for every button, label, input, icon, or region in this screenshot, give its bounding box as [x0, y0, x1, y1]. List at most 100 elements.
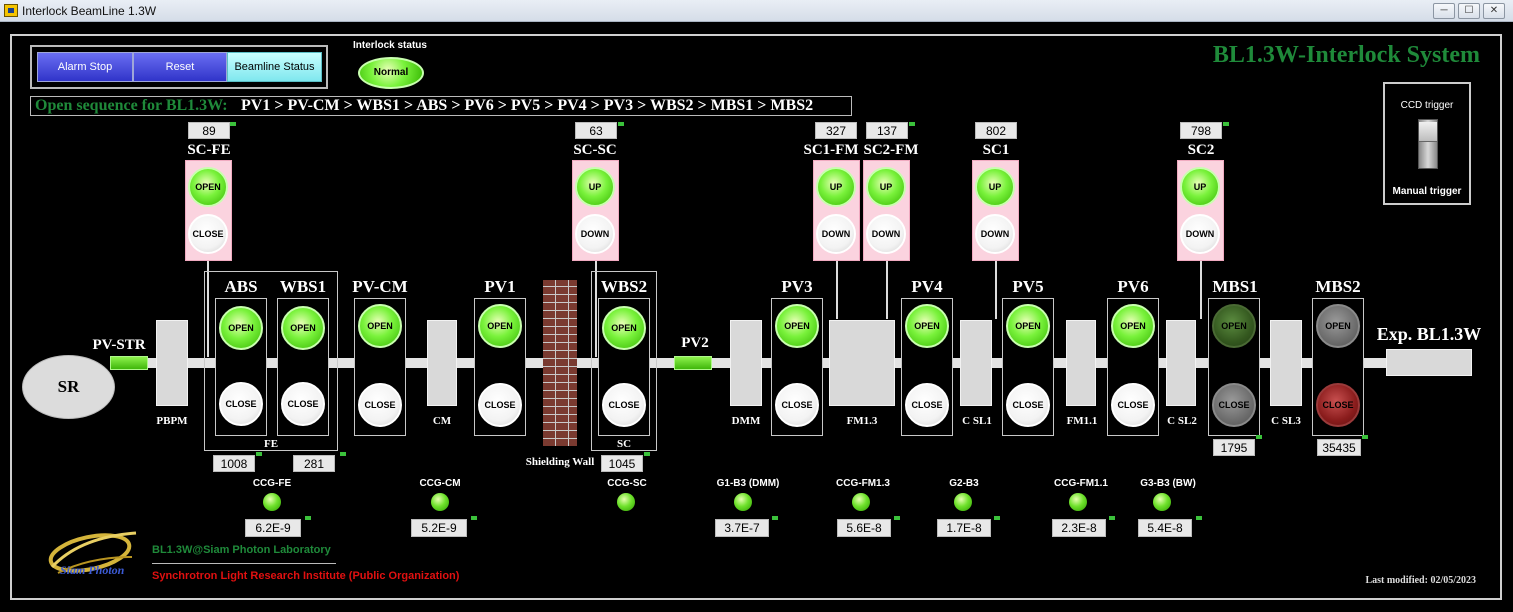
flag-icon — [894, 516, 900, 520]
flag-icon — [994, 516, 1000, 520]
shielding-wall — [543, 280, 577, 446]
pbpm-label: PBPM — [156, 415, 188, 427]
g2-b3-label: G2-B3 — [949, 478, 979, 489]
ccg-fm13-lamp — [852, 493, 870, 511]
pv5-label: PV5 — [1012, 277, 1044, 296]
sc2-fm-up-lamp[interactable]: UP — [866, 167, 906, 207]
minimize-button[interactable]: ─ — [1433, 3, 1455, 19]
last-modified: Last modified: 02/05/2023 — [1365, 575, 1476, 586]
storage-ring: SR — [22, 355, 115, 419]
pv3-close-lamp[interactable]: CLOSE — [775, 383, 819, 427]
c-sl3-label: C SL3 — [1271, 415, 1301, 427]
sc-sc-up-lamp[interactable]: UP — [575, 167, 615, 207]
pv-cm-close-lamp[interactable]: CLOSE — [358, 383, 402, 427]
sc-fe-label: SC-FE — [187, 142, 231, 158]
sc2-readout: 798 — [1180, 122, 1222, 139]
wbs1-open-lamp[interactable]: OPEN — [281, 306, 325, 350]
control-button-group: Alarm Stop Reset Beamline Status — [30, 45, 328, 89]
g1-b3-lamp — [734, 493, 752, 511]
pv1-close-lamp[interactable]: CLOSE — [478, 383, 522, 427]
pv3-open-lamp[interactable]: OPEN — [775, 304, 819, 348]
pv1-open-lamp[interactable]: OPEN — [478, 304, 522, 348]
wbs2-close-lamp[interactable]: CLOSE — [602, 383, 646, 427]
g1-b3-value: 3.7E-7 — [715, 519, 769, 537]
connector-line — [886, 261, 888, 319]
pv4-close-lamp[interactable]: CLOSE — [905, 383, 949, 427]
abs-close-lamp[interactable]: CLOSE — [219, 382, 263, 426]
pv6-close-lamp[interactable]: CLOSE — [1111, 383, 1155, 427]
pv6-open-lamp[interactable]: OPEN — [1111, 304, 1155, 348]
wbs2-open-lamp[interactable]: OPEN — [602, 306, 646, 350]
sc2-up-lamp[interactable]: UP — [1180, 167, 1220, 207]
mbs1-open-lamp[interactable]: OPEN — [1212, 304, 1256, 348]
system-title: BL1.3W-Interlock System — [1212, 42, 1480, 68]
sc1-fm-down-lamp[interactable]: DOWN — [816, 214, 856, 254]
close-button[interactable]: ✕ — [1483, 3, 1505, 19]
sc-fe-close-lamp[interactable]: CLOSE — [188, 214, 228, 254]
ccg-fe-label: CCG-FE — [252, 478, 292, 489]
pv5-open-lamp[interactable]: OPEN — [1006, 304, 1050, 348]
fe-label: FE — [263, 438, 279, 450]
sc2-label: SC2 — [1187, 142, 1215, 158]
cm-block — [427, 320, 457, 406]
mbs2-open-lamp[interactable]: OPEN — [1316, 304, 1360, 348]
sc1-down-lamp[interactable]: DOWN — [975, 214, 1015, 254]
interlock-status-label: Interlock status — [353, 40, 427, 51]
flag-icon — [1256, 435, 1262, 439]
c-sl1-block — [960, 320, 992, 406]
ccg-fm11-lamp — [1069, 493, 1087, 511]
abs-open-lamp[interactable]: OPEN — [219, 306, 263, 350]
mbs1-close-lamp[interactable]: CLOSE — [1212, 383, 1256, 427]
flag-icon — [471, 516, 477, 520]
manual-trigger-label: Manual trigger — [1392, 186, 1462, 197]
sc-label: SC — [616, 438, 632, 450]
pv2-indicator — [674, 356, 712, 370]
dmm-label: DMM — [731, 415, 761, 427]
mbs2-close-lamp[interactable]: CLOSE — [1316, 383, 1360, 427]
flag-icon — [1362, 435, 1368, 439]
connector-line — [836, 261, 838, 319]
sc1-up-lamp[interactable]: UP — [975, 167, 1015, 207]
connector-line — [207, 261, 209, 357]
pv-str-indicator — [110, 356, 148, 370]
pv4-label: PV4 — [911, 277, 943, 296]
window-title: Interlock BeamLine 1.3W — [22, 4, 157, 18]
lab-name: BL1.3W@Siam Photon Laboratory — [152, 544, 331, 556]
abs-readout: 1008 — [213, 455, 255, 472]
g2-b3-lamp — [954, 493, 972, 511]
ccg-cm-value: 5.2E-9 — [411, 519, 467, 537]
sc1-readout: 802 — [975, 122, 1017, 139]
sc-sc-down-lamp[interactable]: DOWN — [575, 214, 615, 254]
exp-station-label: Exp. BL1.3W — [1376, 324, 1482, 344]
ccg-fe-value: 6.2E-9 — [245, 519, 301, 537]
sc2-down-lamp[interactable]: DOWN — [1180, 214, 1220, 254]
c-sl2-label: C SL2 — [1167, 415, 1197, 427]
reset-button[interactable]: Reset — [133, 52, 227, 82]
maximize-button[interactable]: ☐ — [1458, 3, 1480, 19]
sc1-fm-up-lamp[interactable]: UP — [816, 167, 856, 207]
flag-icon — [256, 452, 262, 456]
beamline-status-button[interactable]: Beamline Status — [227, 52, 322, 82]
flag-icon — [644, 452, 650, 456]
pv5-close-lamp[interactable]: CLOSE — [1006, 383, 1050, 427]
pv-cm-open-lamp[interactable]: OPEN — [358, 304, 402, 348]
wbs2-readout: 1045 — [601, 455, 643, 472]
sc-sc-label: SC-SC — [573, 142, 617, 158]
flag-icon — [772, 516, 778, 520]
mbs2-readout: 35435 — [1317, 439, 1361, 456]
wbs2-label: WBS2 — [600, 277, 648, 296]
sc-fe-open-lamp[interactable]: OPEN — [188, 167, 228, 207]
pv4-open-lamp[interactable]: OPEN — [905, 304, 949, 348]
interlock-status-lamp: Normal — [358, 57, 424, 89]
wbs1-close-lamp[interactable]: CLOSE — [281, 382, 325, 426]
g3-b3-lamp — [1153, 493, 1171, 511]
ccg-cm-label: CCG-CM — [419, 478, 461, 489]
pv1-label: PV1 — [484, 277, 516, 296]
ccd-trigger-switch[interactable] — [1418, 119, 1438, 169]
pv-str-label: PV-STR — [92, 337, 146, 353]
alarm-stop-button[interactable]: Alarm Stop — [37, 52, 133, 82]
mbs1-readout: 1795 — [1213, 439, 1255, 456]
sc2-fm-down-lamp[interactable]: DOWN — [866, 214, 906, 254]
pv3-label: PV3 — [781, 277, 813, 296]
connector-line — [995, 261, 997, 319]
